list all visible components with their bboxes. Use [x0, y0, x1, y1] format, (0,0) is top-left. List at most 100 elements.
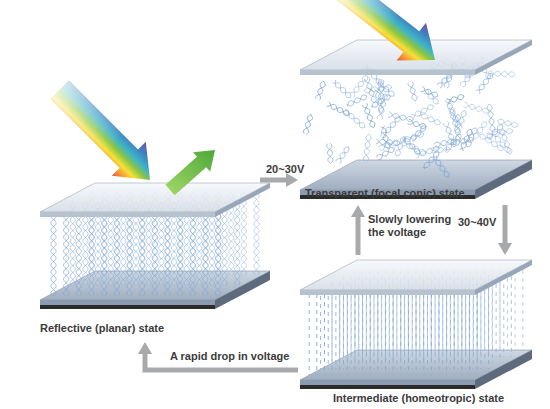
helical-molecule	[432, 156, 450, 178]
aligned-molecules	[511, 276, 512, 357]
helix-strand	[102, 213, 107, 296]
helix-strand	[487, 104, 496, 132]
transition-arrow	[260, 178, 287, 183]
helix-strand	[424, 89, 440, 105]
helical-molecule	[222, 203, 227, 286]
helix-strand	[362, 103, 376, 128]
aligned-molecules	[381, 288, 382, 369]
helix-strand	[165, 213, 170, 296]
helix-strand	[411, 104, 435, 119]
plate-edge	[300, 380, 475, 385]
helical-molecule	[89, 213, 94, 296]
aligned-molecules	[351, 288, 352, 369]
plate-edge	[215, 183, 270, 217]
helix-strand	[377, 93, 388, 119]
helix-strand	[376, 139, 400, 146]
aligned-molecules	[439, 294, 440, 375]
helix-strand	[377, 93, 388, 119]
helix-strand	[376, 146, 396, 160]
top-plates	[40, 40, 532, 295]
helix-strand	[445, 99, 459, 123]
state-label: Transparent (focal conic) state	[305, 187, 465, 200]
helix-strand	[235, 203, 240, 286]
plate-edge	[475, 260, 532, 295]
helix-strand	[241, 192, 246, 275]
plate-edge	[40, 212, 215, 217]
helical-molecule	[215, 213, 220, 296]
helix-strand	[346, 94, 368, 108]
helix-strand	[235, 203, 240, 286]
aligned-molecules	[423, 294, 424, 375]
helix-strand	[350, 74, 369, 97]
helix-strand	[476, 72, 495, 94]
helix-strand	[114, 213, 119, 296]
helix-strand	[443, 122, 457, 148]
helical-molecule	[363, 134, 371, 161]
aligned-molecules	[492, 282, 493, 363]
helix-strand	[140, 213, 145, 296]
helix-strand	[487, 104, 496, 132]
aligned-molecules	[461, 294, 462, 375]
aligned-molecules	[309, 294, 310, 375]
helix-strand	[64, 213, 69, 296]
helical-molecule	[410, 124, 428, 142]
helix-strand	[402, 131, 424, 143]
helical-molecule	[445, 99, 459, 123]
helical-molecule	[140, 213, 145, 296]
incident-light-arrow	[337, 0, 435, 61]
helical-molecule	[303, 114, 314, 135]
helical-molecule	[241, 192, 246, 275]
state-panel: Transparent (focal conic) state	[298, 30, 540, 205]
helix-strand	[76, 213, 81, 296]
aligned-molecules	[473, 288, 474, 369]
aligned-molecules	[450, 288, 451, 369]
helix-strand	[350, 74, 369, 97]
helix-strand	[303, 114, 314, 135]
helical-molecule	[332, 80, 352, 99]
helical-molecule	[465, 127, 478, 148]
helix-strand	[315, 80, 326, 100]
helix-strand	[431, 147, 451, 153]
light-arrows	[51, 0, 435, 195]
helical-molecule	[463, 102, 489, 114]
aligned-molecules	[458, 288, 459, 369]
helical-molecule	[203, 213, 208, 296]
helical-molecule	[380, 115, 402, 138]
helix-strand	[343, 108, 367, 129]
transition-arrow	[503, 205, 508, 244]
aligned-molecules	[419, 288, 420, 369]
helix-strand	[64, 213, 69, 296]
helix-strand	[336, 146, 351, 165]
helix-strand	[336, 146, 351, 165]
aligned-molecules	[454, 294, 455, 375]
aligned-molecules	[515, 270, 516, 351]
aligned-molecules	[427, 288, 428, 369]
helical-molecule	[408, 82, 418, 102]
helical-molecule	[497, 118, 519, 128]
helical-molecule	[114, 213, 119, 296]
helical-molecule	[487, 104, 496, 132]
helix-strand	[457, 110, 467, 129]
aligned-molecules	[412, 288, 413, 369]
transition-arrow	[356, 216, 361, 255]
helix-strand	[327, 143, 334, 163]
helix-strand	[315, 80, 326, 100]
helical-molecule	[376, 146, 396, 160]
helix-strand	[445, 99, 459, 123]
helical-molecule	[254, 192, 259, 275]
state-label: Reflective (planar) state	[40, 322, 164, 335]
state-panel: Reflective (planar) state	[35, 172, 260, 342]
helix-strand	[465, 127, 478, 148]
helix-strand	[363, 134, 371, 161]
helix-strand	[424, 89, 440, 105]
helix-strand	[497, 118, 519, 128]
state-label: Intermediate (homeotropic) state	[333, 392, 504, 405]
helical-molecule	[394, 136, 406, 157]
helix-strand	[410, 124, 428, 142]
helix-strand	[394, 136, 406, 157]
helix-strand	[114, 213, 119, 296]
helix-strand	[203, 213, 208, 296]
helix-strand	[402, 131, 424, 143]
helical-molecule	[165, 213, 170, 296]
helix-strand	[127, 213, 132, 296]
